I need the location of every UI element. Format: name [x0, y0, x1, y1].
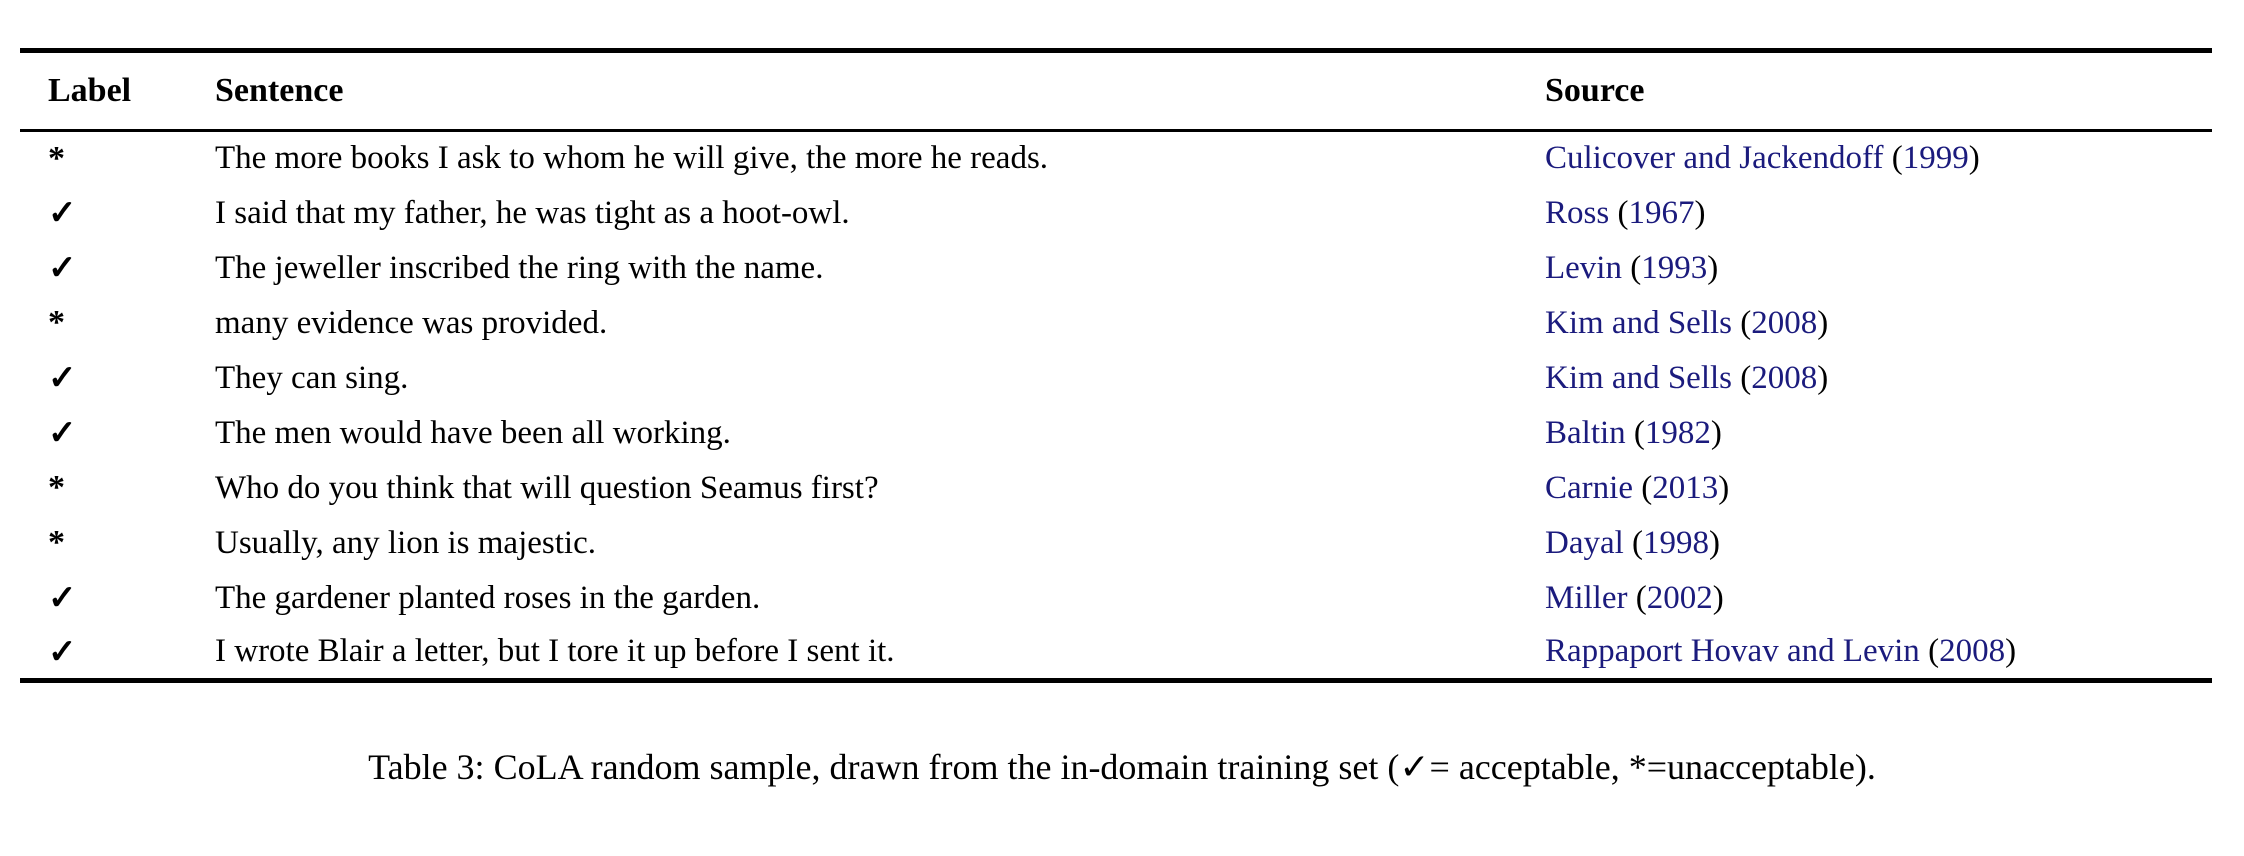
- table-caption: Table 3: CoLA random sample, drawn from …: [368, 747, 1876, 787]
- table-header: Label Sentence Source: [20, 50, 2212, 132]
- citation-year-link[interactable]: 1993: [1641, 249, 1708, 286]
- citation-open-paren: (: [1740, 304, 1752, 341]
- citation: Baltin (1982): [1517, 406, 2212, 461]
- acceptability-label: *: [48, 139, 65, 177]
- citation-year-link[interactable]: 2008: [1751, 304, 1818, 341]
- citation-open-paren: (: [1632, 524, 1644, 561]
- citation-year-link[interactable]: 2002: [1646, 579, 1713, 616]
- citation: Culicover and Jackendoff (1999): [1517, 131, 2212, 186]
- citation-open-paren: (: [1928, 633, 1940, 670]
- citation: Ross (1967): [1517, 186, 2212, 241]
- column-header-sentence: Sentence: [187, 50, 1517, 132]
- citation-year-link[interactable]: 1999: [1902, 140, 1969, 177]
- citation-close-paren: ): [1817, 304, 1829, 341]
- citation-author-link[interactable]: Kim and Sells: [1545, 359, 1732, 396]
- citation-author-link[interactable]: Ross: [1545, 194, 1610, 231]
- table-row: ✓ The jeweller inscribed the ring with t…: [20, 241, 2212, 296]
- citation-author-link[interactable]: Miller: [1545, 579, 1628, 616]
- citation-author-link[interactable]: Culicover and Jackendoff: [1545, 140, 1884, 177]
- table-row: * The more books I ask to whom he will g…: [20, 131, 2212, 186]
- citation-author-link[interactable]: Levin: [1545, 249, 1622, 286]
- citation: Levin (1993): [1517, 241, 2212, 296]
- citation: Miller (2002): [1517, 571, 2212, 626]
- column-header-source: Source: [1517, 50, 2212, 132]
- acceptability-label: ✓: [48, 415, 77, 452]
- sentence-text: The gardener planted roses in the garden…: [215, 579, 761, 616]
- acceptability-label: ✓: [48, 580, 77, 617]
- citation-author-link[interactable]: Kim and Sells: [1545, 304, 1732, 341]
- table-row: ✓ They can sing. Kim and Sells (2008): [20, 351, 2212, 406]
- citation-open-paren: (: [1740, 359, 1752, 396]
- citation-year-link[interactable]: 2008: [1751, 359, 1818, 396]
- table-row: * many evidence was provided. Kim and Se…: [20, 296, 2212, 351]
- acceptability-label: *: [48, 304, 65, 341]
- sentence-text: They can sing.: [215, 359, 409, 396]
- citation-open-paren: (: [1635, 579, 1647, 616]
- sentence-text: many evidence was provided.: [215, 304, 608, 341]
- citation-author-link[interactable]: Rappaport Hovav and Levin: [1545, 633, 1920, 670]
- cola-sample-table: Label Sentence Source * The more books I…: [20, 48, 2212, 683]
- citation: Kim and Sells (2008): [1517, 296, 2212, 351]
- acceptability-label: ✓: [48, 633, 77, 671]
- citation-close-paren: ): [1710, 414, 1722, 451]
- sentence-text: I wrote Blair a letter, but I tore it up…: [215, 633, 895, 670]
- table-row: ✓ I said that my father, he was tight as…: [20, 186, 2212, 241]
- citation-close-paren: ): [1718, 469, 1730, 506]
- sentence-text: The more books I ask to whom he will giv…: [215, 140, 1049, 177]
- citation-year-link[interactable]: 1998: [1643, 524, 1710, 561]
- citation: Carnie (2013): [1517, 461, 2212, 516]
- citation-open-paren: (: [1891, 140, 1903, 177]
- citation-close-paren: ): [2005, 633, 2017, 670]
- sentence-text: I said that my father, he was tight as a…: [215, 194, 850, 231]
- header-row: Label Sentence Source: [20, 50, 2212, 132]
- citation-close-paren: ): [1694, 194, 1706, 231]
- citation-open-paren: (: [1641, 469, 1653, 506]
- citation-close-paren: ): [1712, 579, 1724, 616]
- citation-open-paren: (: [1630, 249, 1642, 286]
- acceptability-label: *: [48, 469, 65, 506]
- citation: Kim and Sells (2008): [1517, 351, 2212, 406]
- citation-open-paren: (: [1633, 414, 1645, 451]
- sentence-text: The men would have been all working.: [215, 414, 731, 451]
- citation-close-paren: ): [1817, 359, 1829, 396]
- sentence-text: Usually, any lion is majestic.: [215, 524, 596, 561]
- acceptability-label: ✓: [48, 250, 77, 287]
- citation-author-link[interactable]: Baltin: [1545, 414, 1626, 451]
- citation-year-link[interactable]: 1967: [1628, 194, 1695, 231]
- citation-year-link[interactable]: 1982: [1644, 414, 1711, 451]
- citation: Dayal (1998): [1517, 516, 2212, 571]
- acceptability-label: *: [48, 524, 65, 561]
- citation-close-paren: ): [1709, 524, 1721, 561]
- citation-year-link[interactable]: 2008: [1939, 633, 2006, 670]
- citation-author-link[interactable]: Dayal: [1545, 524, 1624, 561]
- table-row: ✓ The men would have been all working. B…: [20, 406, 2212, 461]
- citation-open-paren: (: [1617, 194, 1629, 231]
- table-body: * The more books I ask to whom he will g…: [20, 131, 2212, 681]
- citation: Rappaport Hovav and Levin (2008): [1517, 626, 2212, 681]
- citation-author-link[interactable]: Carnie: [1545, 469, 1633, 506]
- citation-close-paren: ): [1968, 140, 1980, 177]
- table-row: * Usually, any lion is majestic. Dayal (…: [20, 516, 2212, 571]
- column-header-label: Label: [20, 50, 187, 132]
- acceptability-label: ✓: [48, 195, 77, 232]
- citation-close-paren: ): [1707, 249, 1719, 286]
- table-row: ✓ The gardener planted roses in the gard…: [20, 571, 2212, 626]
- citation-year-link[interactable]: 2013: [1652, 469, 1719, 506]
- acceptability-label: ✓: [48, 360, 77, 397]
- table-row: * Who do you think that will question Se…: [20, 461, 2212, 516]
- sentence-text: The jeweller inscribed the ring with the…: [215, 249, 824, 286]
- table-row: ✓ I wrote Blair a letter, but I tore it …: [20, 626, 2212, 681]
- sentence-text: Who do you think that will question Seam…: [215, 469, 879, 506]
